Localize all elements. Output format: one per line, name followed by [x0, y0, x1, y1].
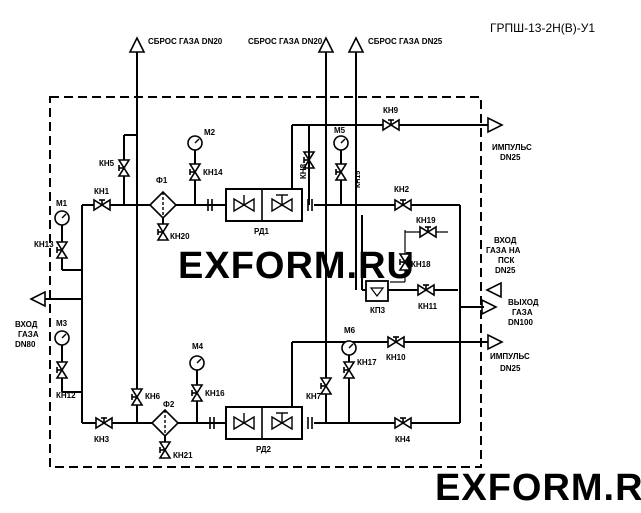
label-rd2: РД2	[256, 445, 272, 454]
valve-kn13-icon[interactable]	[56, 241, 68, 259]
valve-kn5-icon[interactable]	[118, 159, 130, 177]
valve-kn19-icon[interactable]	[419, 226, 437, 238]
inlet-label-1: ВХОД	[15, 320, 38, 329]
label-kn17: КН17	[357, 358, 377, 367]
impulse-bottom-arrow-icon	[487, 334, 503, 350]
valve-kn9-icon[interactable]	[382, 119, 400, 131]
valve-kn11-icon[interactable]	[417, 284, 435, 296]
label-outlet-1: ВЫХОД	[508, 298, 539, 307]
valve-kn1-icon[interactable]	[93, 199, 111, 211]
label-kn9: КН9	[383, 106, 399, 115]
label-kn10: КН10	[386, 353, 406, 362]
label-kn7: КН7	[306, 392, 322, 401]
label-psk-1: ВХОД	[494, 236, 517, 245]
filter-f2-icon	[151, 409, 179, 437]
label-m3: M3	[56, 319, 68, 328]
valve-kn15-icon[interactable]	[335, 163, 347, 181]
label-kn19: КН19	[416, 216, 436, 225]
pressure-gauge-m1-icon	[54, 210, 70, 231]
regulator-rd1-icon	[225, 188, 303, 222]
watermark-corner: EXFORM.RU	[435, 467, 641, 509]
label-kn3: КН3	[94, 435, 110, 444]
pressure-gauge-m6-icon	[341, 340, 357, 361]
cabinet-boundary	[49, 96, 482, 468]
label-kn6: КН6	[145, 392, 161, 401]
valve-kn2-icon[interactable]	[394, 199, 412, 211]
label-kn4: КН4	[395, 435, 411, 444]
label-vent3: СБРОС ГАЗА DN25	[368, 37, 443, 46]
drawing-title: ГРПШ-13-2Н(В)-У1	[490, 21, 595, 35]
valve-kn16-icon[interactable]	[191, 384, 203, 402]
label-psk-4: DN25	[495, 266, 516, 275]
label-rd1: РД1	[254, 227, 270, 236]
regulator-rd2-icon	[225, 406, 303, 440]
watermark-center: EXFORM.RU	[178, 245, 415, 287]
label-kn13: КН13	[34, 240, 54, 249]
valve-kn20-icon[interactable]	[157, 223, 169, 241]
label-m4: M4	[192, 342, 204, 351]
inlet-label-2: ГАЗА	[18, 330, 39, 339]
label-kp3: КП3	[370, 306, 386, 315]
filter-f1-icon	[149, 191, 177, 219]
label-impulse-bot-1: ИМПУЛЬС	[490, 352, 530, 361]
label-m6: M6	[344, 326, 356, 335]
label-kn11: КН11	[418, 302, 438, 311]
outlet-arrow-icon	[481, 299, 497, 315]
pressure-gauge-m2-icon	[187, 135, 203, 156]
label-kn21: КН21	[173, 451, 193, 460]
label-outlet-2: ГАЗА	[512, 308, 533, 317]
valve-kn14-icon[interactable]	[189, 163, 201, 181]
label-f1: Ф1	[156, 176, 168, 185]
valve-kn10-icon[interactable]	[387, 336, 405, 348]
label-impulse-top-2: DN25	[500, 153, 521, 162]
valve-kn12-icon[interactable]	[56, 361, 68, 379]
pressure-gauge-m3-icon	[54, 330, 70, 351]
psk-inlet-arrow-icon	[486, 282, 502, 298]
label-kn15: КН15	[355, 171, 362, 188]
label-kn2: КН2	[394, 185, 410, 194]
label-outlet-3: DN100	[508, 318, 533, 327]
pressure-gauge-m4-icon	[189, 355, 205, 376]
label-vent2: СБРОС ГАЗА DN20	[248, 37, 323, 46]
label-kn12: КН12	[56, 391, 76, 400]
valve-kn4-icon[interactable]	[394, 417, 412, 429]
label-kn5: КН5	[99, 159, 115, 168]
inlet-arrow-icon	[30, 291, 46, 307]
label-kn14: КН14	[203, 168, 223, 177]
valve-kn21-icon[interactable]	[159, 441, 171, 459]
label-f2: Ф2	[163, 400, 175, 409]
valve-kn3-icon[interactable]	[95, 417, 113, 429]
label-kn20: КН20	[170, 232, 190, 241]
label-kn18: КН18	[411, 260, 431, 269]
valve-kn6-icon[interactable]	[131, 388, 143, 406]
label-kn1: КН1	[94, 187, 110, 196]
valve-kn7-icon[interactable]	[320, 377, 332, 395]
pressure-gauge-m5-icon	[333, 135, 349, 156]
label-m2: M2	[204, 128, 216, 137]
label-impulse-top-1: ИМПУЛЬС	[492, 143, 532, 152]
label-m5: M5	[334, 126, 346, 135]
label-impulse-bot-2: DN25	[500, 364, 521, 373]
label-m1: M1	[56, 199, 68, 208]
valve-kn17-icon[interactable]	[343, 361, 355, 379]
label-psk-2: ГАЗА НА	[486, 246, 521, 255]
vent1-arrow-icon	[129, 37, 145, 53]
label-vent1: СБРОС ГАЗА DN20	[148, 37, 223, 46]
impulse-top-arrow-icon	[487, 117, 503, 133]
label-kn16: КН16	[205, 389, 225, 398]
inlet-label-3: DN80	[15, 340, 36, 349]
vent3-arrow-icon	[348, 37, 364, 53]
label-kn8: КН8	[299, 163, 308, 179]
label-psk-3: ПСК	[498, 256, 515, 265]
